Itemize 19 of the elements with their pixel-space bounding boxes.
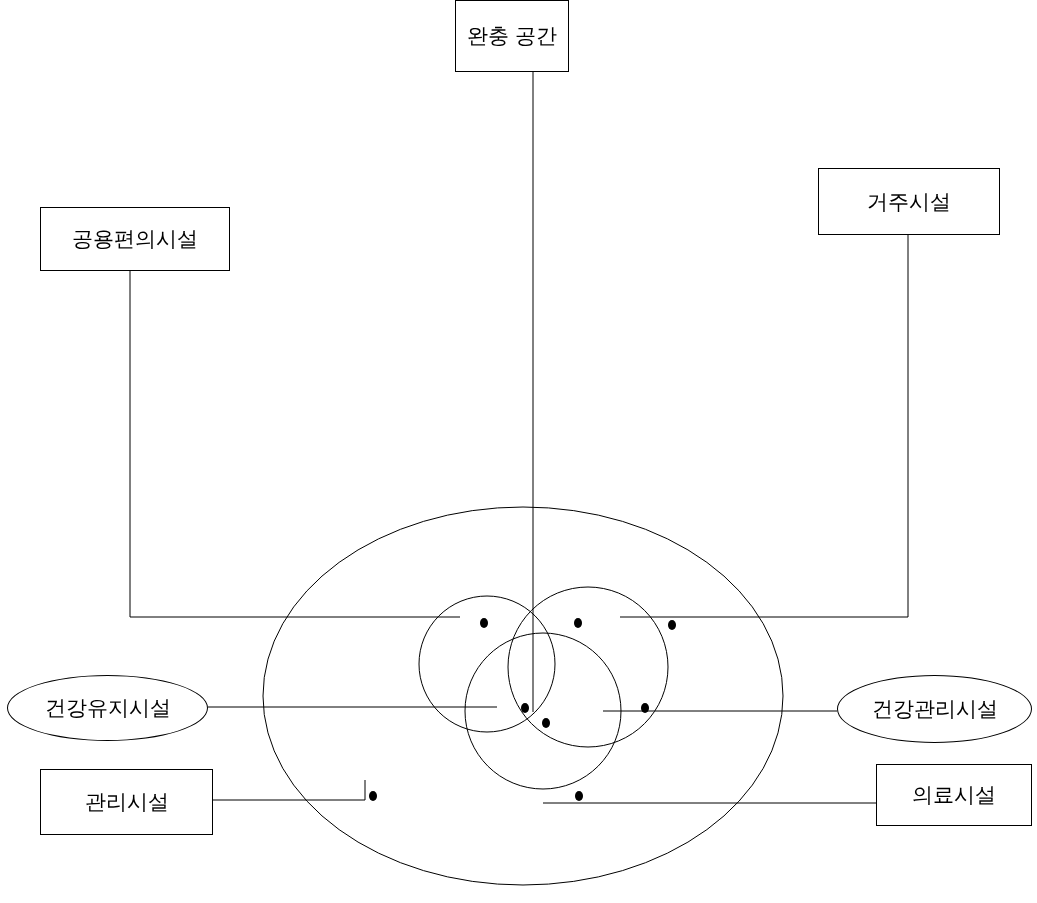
label-box bbox=[818, 168, 1000, 235]
facility-label: 거주시설 bbox=[867, 188, 951, 216]
label-box bbox=[40, 207, 230, 271]
facility-label: 관리시설 bbox=[84, 789, 169, 816]
leader-line bbox=[207, 706, 498, 708]
label-box bbox=[455, 0, 569, 72]
leader-line bbox=[542, 802, 877, 804]
label-box bbox=[876, 764, 1032, 826]
leader-line bbox=[212, 779, 366, 801]
facility-label: 의료시설 bbox=[912, 782, 996, 809]
leader-line bbox=[532, 71, 534, 713]
facility-label: 건강관리시설 bbox=[871, 696, 998, 723]
label-box bbox=[40, 769, 213, 835]
facility-label: 완충 공간 bbox=[466, 23, 558, 50]
leader-line bbox=[602, 710, 838, 712]
facility-label: 건강유지시설 bbox=[44, 695, 171, 722]
facility-label: 공용편의시설 bbox=[72, 226, 198, 253]
leader-line bbox=[129, 270, 461, 618]
leader-line bbox=[619, 234, 909, 618]
